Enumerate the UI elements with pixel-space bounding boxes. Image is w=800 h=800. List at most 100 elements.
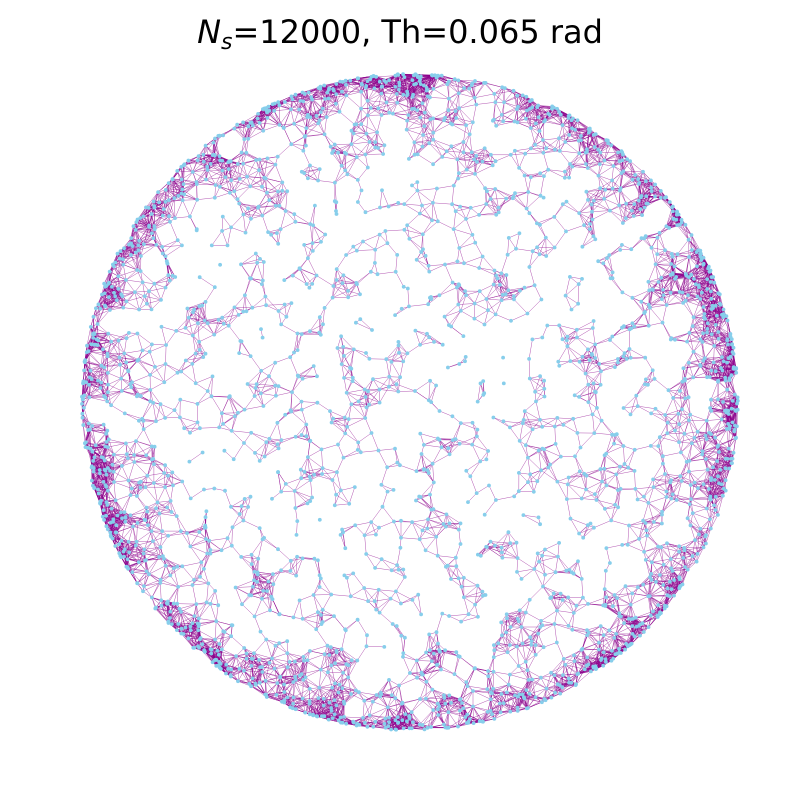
graph-node [603, 506, 607, 511]
graph-node [582, 471, 587, 476]
graph-node [196, 628, 201, 633]
graph-node [536, 448, 541, 453]
graph-node [514, 246, 518, 251]
graph-node [560, 598, 565, 602]
graph-node [443, 115, 447, 120]
graph-node [343, 628, 348, 633]
graph-node [685, 516, 690, 521]
graph-node [579, 134, 583, 138]
graph-node [357, 690, 361, 695]
graph-node [646, 594, 651, 599]
graph-node [560, 202, 565, 207]
graph-node [552, 245, 557, 250]
graph-node [547, 112, 552, 117]
graph-node [285, 189, 290, 194]
graph-node [429, 659, 434, 663]
graph-node [341, 345, 346, 349]
graph-node [341, 273, 346, 278]
graph-node [303, 710, 308, 715]
graph-node [447, 521, 452, 526]
graph-node [684, 459, 689, 464]
graph-node [637, 537, 641, 541]
graph-node [702, 315, 706, 320]
graph-node [133, 543, 138, 548]
graph-node [512, 119, 517, 124]
graph-node [317, 573, 322, 578]
graph-node [125, 452, 129, 456]
graph-node [499, 545, 504, 550]
graph-node [631, 214, 636, 218]
graph-node [566, 475, 571, 480]
graph-node [564, 229, 568, 234]
graph-node [320, 106, 325, 111]
graph-node [586, 400, 591, 404]
graph-node [276, 100, 281, 104]
graph-node [99, 363, 104, 368]
graph-node [247, 593, 252, 597]
graph-node [253, 251, 258, 256]
graph-node [597, 640, 601, 645]
graph-node [200, 642, 205, 647]
graph-node [106, 437, 111, 442]
graph-node [621, 444, 626, 448]
graph-node [192, 614, 197, 618]
graph-node [436, 713, 441, 717]
graph-node [498, 283, 502, 287]
graph-node [438, 649, 442, 654]
graph-node [175, 169, 180, 173]
graph-node [426, 471, 431, 475]
graph-node [359, 188, 364, 193]
graph-node [515, 120, 520, 125]
graph-node [299, 407, 304, 412]
graph-node [183, 625, 188, 630]
graph-node [671, 209, 675, 214]
graph-node [396, 87, 401, 92]
graph-node [170, 177, 175, 182]
graph-node [219, 548, 224, 553]
graph-node [628, 412, 633, 417]
graph-node [601, 650, 606, 655]
graph-node [655, 235, 660, 240]
graph-node [221, 422, 226, 426]
graph-node [166, 473, 170, 478]
graph-node [338, 715, 343, 720]
graph-node [95, 343, 100, 347]
graph-node [201, 152, 206, 157]
graph-node [401, 284, 406, 289]
graph-node [509, 318, 513, 323]
graph-node [104, 513, 108, 518]
graph-node [104, 500, 109, 505]
graph-node [163, 188, 168, 192]
graph-node [345, 172, 350, 177]
graph-node [91, 459, 95, 463]
graph-node [685, 339, 689, 344]
graph-node [345, 424, 350, 429]
graph-node [175, 628, 179, 632]
graph-node [221, 133, 226, 138]
graph-node [358, 450, 363, 455]
graph-node [299, 332, 304, 336]
graph-node [112, 452, 116, 457]
graph-node [186, 636, 191, 641]
graph-node [486, 308, 490, 313]
graph-node [156, 190, 161, 195]
graph-node [701, 305, 706, 309]
graph-node [412, 140, 417, 145]
graph-node [361, 716, 365, 720]
graph-node [475, 399, 480, 404]
graph-node [459, 584, 464, 589]
graph-node [414, 81, 418, 86]
figure-title: Ns=12000, Th=0.065 rad [0, 12, 800, 55]
graph-node [338, 533, 343, 537]
graph-node [486, 449, 490, 453]
graph-node [261, 588, 266, 593]
graph-node [557, 136, 561, 141]
graph-node [456, 176, 460, 181]
title-subscript: s [221, 30, 233, 55]
graph-node [523, 443, 528, 448]
graph-node [277, 641, 282, 646]
graph-node [393, 727, 398, 732]
graph-node [158, 577, 163, 582]
graph-node [163, 463, 168, 468]
graph-node [209, 651, 214, 656]
